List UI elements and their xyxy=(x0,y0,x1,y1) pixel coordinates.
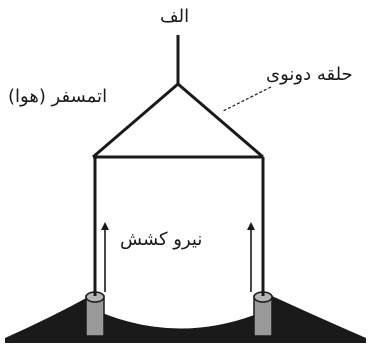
stirrup-left-arm xyxy=(92,82,179,159)
liquid-surface xyxy=(5,296,366,343)
label-atmosphere: اتمسفر (هوا) xyxy=(8,86,108,107)
ring-leader-line xyxy=(222,86,272,112)
label-tension-force: نیرو کشش xyxy=(120,229,203,250)
label-ring: حلقه دونوی xyxy=(266,64,353,85)
label-top: الف xyxy=(160,6,190,27)
stirrup-right-arm xyxy=(177,82,264,159)
